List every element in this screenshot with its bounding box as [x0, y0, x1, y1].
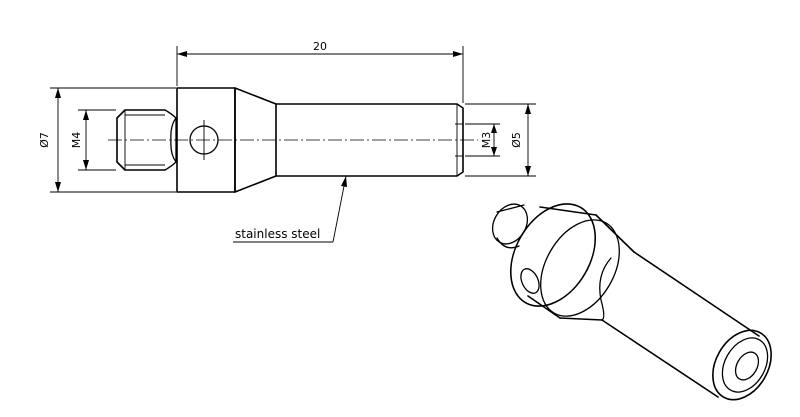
cross-hole [189, 120, 219, 160]
dim-diameter-left-label: Ø7 [38, 132, 51, 148]
material-leader [233, 175, 347, 243]
shaft [275, 103, 464, 177]
iso-cross-hole [520, 268, 540, 294]
dim-diameter-right-label: Ø5 [510, 132, 523, 148]
dim-length-label: 20 [313, 40, 327, 53]
isometric-view [491, 203, 772, 401]
dim-thread-right-label: M3 [480, 132, 493, 149]
dimension-lines [50, 46, 536, 193]
m4-thread-stub [116, 109, 177, 171]
dim-thread-left-label: M4 [70, 132, 83, 149]
side-view [108, 87, 478, 193]
material-note: stainless steel [235, 227, 320, 241]
